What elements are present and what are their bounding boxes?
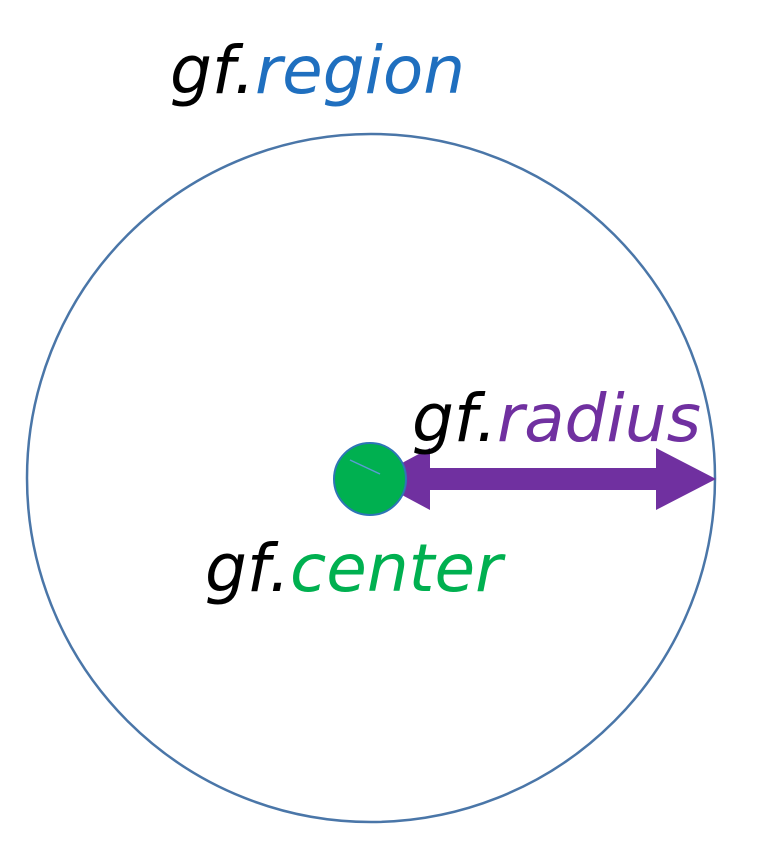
radius-label-prefix: gf. [412, 380, 497, 457]
center-point [333, 442, 407, 516]
center-label-name: center [290, 530, 506, 607]
radius-label-name: radius [497, 380, 701, 457]
region-circle [25, 132, 717, 824]
radius-arrow [372, 448, 716, 510]
region-label-name: region [255, 32, 465, 109]
radius-arrow-right-head [656, 448, 716, 510]
region-label: gf.region [170, 32, 465, 109]
radius-label: gf.radius [412, 380, 701, 457]
center-label: gf.center [205, 530, 506, 607]
center-radius-stub [349, 459, 381, 475]
radius-arrow-shaft [424, 468, 660, 490]
center-label-prefix: gf. [205, 530, 290, 607]
region-label-prefix: gf. [170, 32, 255, 109]
